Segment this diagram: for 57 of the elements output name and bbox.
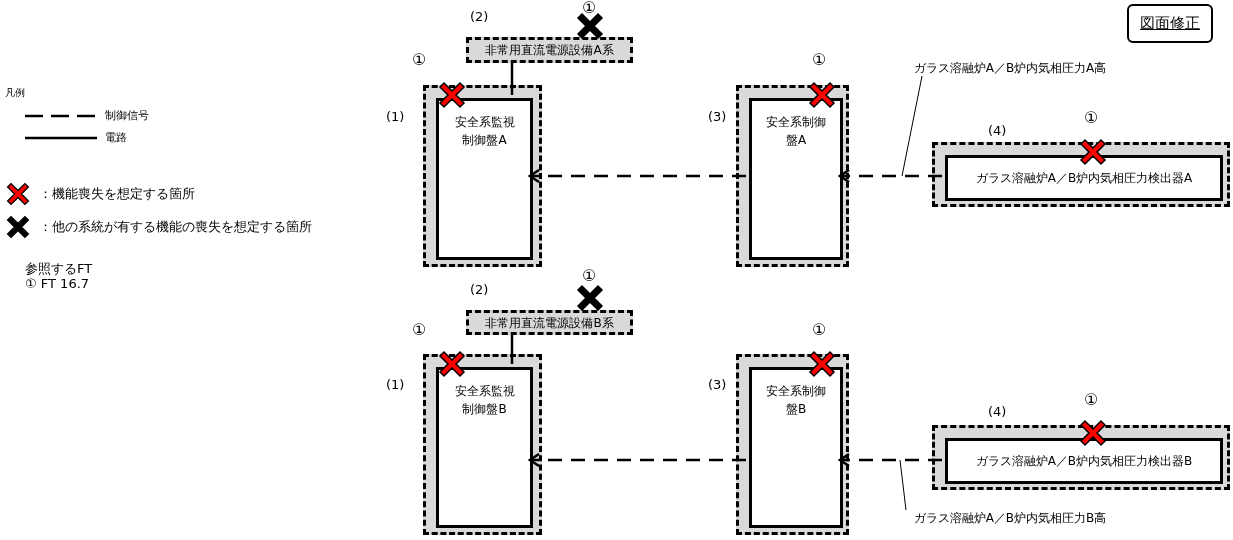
legend-title: 凡例 bbox=[5, 88, 25, 98]
node-text: 安全系制御盤A bbox=[765, 114, 827, 149]
reference-number: ① bbox=[582, 0, 597, 16]
detector-box bbox=[945, 438, 1223, 484]
revision-stamp bbox=[1127, 4, 1213, 43]
signal-arrow bbox=[838, 168, 942, 184]
node-text: ガラス溶融炉A／B炉内気相圧力検出器B bbox=[975, 453, 1193, 470]
item-number: (3) bbox=[708, 110, 727, 123]
panel-box bbox=[749, 98, 843, 260]
item-number: (3) bbox=[708, 378, 727, 391]
node-text: 安全系監視制御盤A bbox=[453, 114, 516, 149]
signal-arrow bbox=[528, 452, 746, 468]
legend-text: 電路 bbox=[105, 129, 127, 146]
legend-text: 制御信号 bbox=[105, 107, 149, 124]
reference-number: ① bbox=[1084, 110, 1099, 126]
item-number: (2) bbox=[470, 283, 489, 296]
leader-line bbox=[901, 75, 923, 177]
item-number: (4) bbox=[988, 124, 1007, 137]
node-text: 安全系監視制御盤B bbox=[453, 383, 516, 418]
legend-text: ：他の系統が有する機能の喪失を想定する箇所 bbox=[39, 217, 312, 236]
dashed-frame bbox=[932, 425, 1230, 490]
power-line bbox=[510, 63, 514, 95]
stamp-text: 図面修正 bbox=[1140, 13, 1200, 35]
panel-box bbox=[436, 367, 533, 528]
dashed-frame bbox=[423, 354, 542, 535]
power-line bbox=[510, 335, 514, 364]
power-supply-box bbox=[466, 310, 633, 335]
dashed-frame bbox=[736, 354, 849, 535]
reference-note: 参照するFT bbox=[25, 262, 93, 275]
reference-number: ① bbox=[412, 52, 427, 68]
signal-arrow bbox=[528, 168, 746, 184]
item-number: (1) bbox=[386, 110, 405, 123]
dashed-frame bbox=[932, 142, 1230, 207]
dashed-frame bbox=[423, 85, 542, 267]
node-text: 安全系制御盤B bbox=[765, 383, 827, 418]
panel-box bbox=[749, 367, 843, 528]
item-number: (1) bbox=[386, 378, 405, 391]
node-text: 非常用直流電源設備A系 bbox=[485, 44, 614, 56]
signal-arrow bbox=[838, 452, 942, 468]
power-supply-box bbox=[466, 37, 633, 63]
node-text: 非常用直流電源設備B系 bbox=[485, 316, 614, 329]
reference-number: ① bbox=[1084, 392, 1099, 408]
panel-box bbox=[436, 98, 533, 260]
node-text: ガラス溶融炉A／B炉内気相圧力A高 bbox=[913, 62, 1107, 74]
reference-number: ① bbox=[812, 52, 827, 68]
reference-note: ① FT 16.7 bbox=[25, 277, 90, 290]
detector-box bbox=[945, 155, 1223, 201]
dashed-frame bbox=[736, 85, 849, 267]
leader-line bbox=[899, 459, 907, 511]
reference-number: ① bbox=[412, 322, 427, 338]
node-text: ガラス溶融炉A／B炉内気相圧力B高 bbox=[913, 512, 1107, 524]
reference-number: ① bbox=[812, 322, 827, 338]
legend-text: ：機能喪失を想定する箇所 bbox=[39, 184, 195, 203]
item-number: (4) bbox=[988, 405, 1007, 418]
reference-number: ① bbox=[582, 268, 597, 284]
node-text: ガラス溶融炉A／B炉内気相圧力検出器A bbox=[975, 170, 1193, 187]
item-number: (2) bbox=[470, 10, 489, 23]
